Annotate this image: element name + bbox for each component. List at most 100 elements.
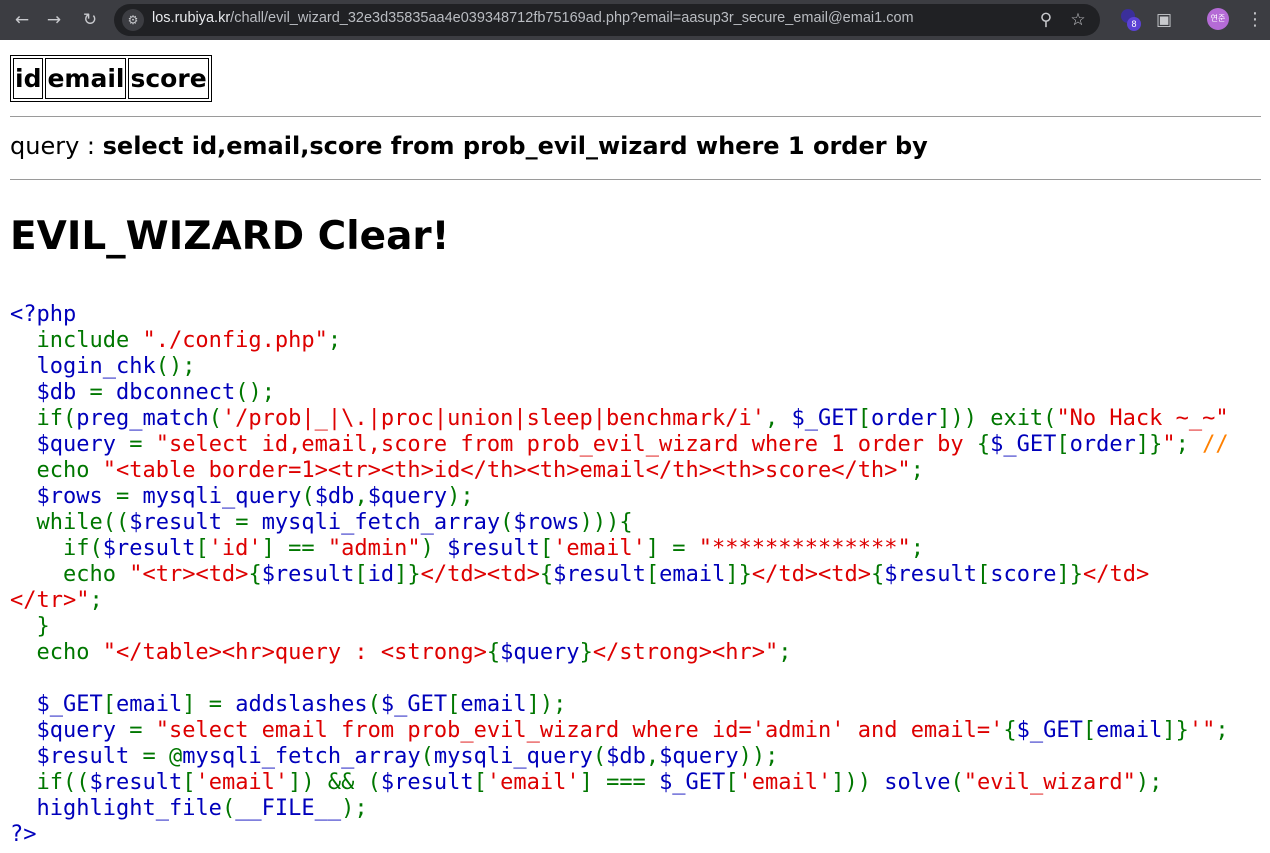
divider: [10, 179, 1261, 180]
address-bar[interactable]: [114, 4, 1100, 36]
code-line: while(($result = mysqli_fetch_array($row…: [10, 510, 633, 535]
code-token: $rows: [513, 510, 580, 535]
header-id: id: [13, 58, 44, 99]
code-line: $db = dbconnect();: [10, 380, 275, 405]
code-token: $query: [500, 640, 580, 665]
code-token: "</table><hr>query : <strong>: [102, 640, 487, 665]
code-token: ]}: [394, 562, 421, 587]
code-token: [10, 796, 37, 821]
code-token: [: [473, 770, 487, 795]
code-token: [10, 432, 37, 457]
code-token: $result: [884, 562, 978, 587]
code-token: $result: [447, 536, 540, 561]
code-token: ] =: [645, 536, 699, 561]
code-token: ]) && (: [288, 770, 381, 795]
code-token: ;: [89, 588, 103, 613]
code-token: email: [115, 692, 183, 717]
code-line: login_chk();: [10, 354, 196, 379]
code-token: [10, 484, 37, 509]
puzzle-icon[interactable]: ▣: [1155, 10, 1173, 30]
code-line: $rows = mysqli_query($db,$query);: [10, 484, 474, 509]
url-text[interactable]: los.rubiya.kr/chall/evil_wizard_32e3d358…: [152, 9, 914, 27]
code-token: preg_match: [76, 406, 209, 431]
code-token: ,: [765, 406, 792, 431]
code-token: $result: [553, 562, 646, 587]
code-token: ))){: [579, 510, 633, 535]
code-token: $_GET: [791, 406, 858, 431]
code-token: =: [129, 432, 156, 457]
code-token: );: [1135, 770, 1163, 795]
code-token: "./config.php": [142, 328, 328, 353]
code-token: (: [420, 744, 434, 769]
code-token: [10, 380, 37, 405]
code-token: </tr>": [10, 588, 90, 613]
code-token: include: [10, 328, 143, 353]
code-token: ;: [327, 328, 342, 353]
code-token: {: [871, 562, 885, 587]
code-token: "select id,email,score from prob_evil_wi…: [155, 432, 977, 457]
code-token: '/prob|_|\.|proc|union|sleep|benchmark/i…: [221, 406, 765, 431]
avatar[interactable]: 연준: [1207, 8, 1229, 30]
code-token: mysqli_query: [433, 744, 593, 769]
bookmark-star-icon[interactable]: ☆: [1070, 10, 1086, 30]
code-token: $result: [261, 562, 355, 587]
back-icon[interactable]: ←: [14, 10, 30, 30]
code-line: $query = "select id,email,score from pro…: [10, 432, 1229, 457]
code-token: [: [354, 562, 368, 587]
code-token: ])): [831, 770, 885, 795]
url-path: /chall/evil_wizard_32e3d35835aa4e0393487…: [230, 10, 914, 26]
code-token: $result: [380, 770, 474, 795]
menu-icon[interactable]: ⋮: [1246, 9, 1264, 30]
code-token: "No Hack ~_~": [1056, 406, 1229, 431]
code-token: (: [592, 744, 607, 769]
code-token: dbconnect: [115, 380, 236, 405]
reload-icon[interactable]: ↻: [82, 10, 98, 30]
code-token: 'email': [553, 536, 646, 561]
code-token: $_GET: [1016, 718, 1083, 743]
code-token: [10, 692, 37, 717]
code-token: {: [1003, 718, 1017, 743]
code-token: //: [1202, 432, 1229, 457]
code-token: score: [990, 562, 1057, 587]
code-token: $rows: [36, 484, 116, 509]
header-score: score: [128, 58, 209, 99]
code-line: include "./config.php";: [10, 328, 341, 353]
code-token: $db: [606, 744, 646, 769]
code-token: $result: [89, 770, 183, 795]
code-token: login_chk: [36, 354, 156, 379]
code-token: echo: [10, 458, 103, 483]
code-token: [: [539, 536, 554, 561]
code-token: $query: [36, 432, 130, 457]
code-token: ,: [354, 484, 368, 509]
header-email: email: [45, 58, 127, 99]
code-line: }: [10, 614, 49, 639]
code-token: if(: [10, 536, 103, 561]
code-token: [: [1056, 432, 1070, 457]
code-token: [: [447, 692, 461, 717]
code-token: );: [341, 796, 368, 821]
code-token: ));: [738, 744, 779, 769]
code-line: echo "<tr><td>{$result[id]}</td><td>{$re…: [10, 562, 1149, 587]
code-line: $result = @mysqli_fetch_array(mysqli_que…: [10, 744, 779, 769]
code-token: echo: [10, 640, 103, 665]
forward-icon[interactable]: →: [46, 10, 62, 30]
site-info-icon[interactable]: ⚙: [122, 9, 144, 31]
code-token: "select email from prob_evil_wizard wher…: [155, 718, 1004, 743]
code-token: ;: [910, 458, 924, 483]
code-token: {: [539, 562, 554, 587]
code-token: email: [659, 562, 726, 587]
code-token: $result: [102, 536, 196, 561]
code-token: {: [248, 562, 262, 587]
code-token: }: [579, 640, 593, 665]
code-token: );: [447, 484, 474, 509]
code-token: [: [857, 406, 871, 431]
code-token: (: [367, 692, 381, 717]
code-token: $_GET: [380, 692, 448, 717]
code-token: </td><td>: [751, 562, 872, 587]
code-token: mysqli_fetch_array: [182, 744, 421, 769]
code-token: 'id': [208, 536, 262, 561]
zoom-icon[interactable]: ⚲: [1039, 10, 1053, 30]
code-token: mysqli_fetch_array: [261, 510, 501, 535]
code-token: [10, 744, 37, 769]
code-token: {: [976, 432, 991, 457]
